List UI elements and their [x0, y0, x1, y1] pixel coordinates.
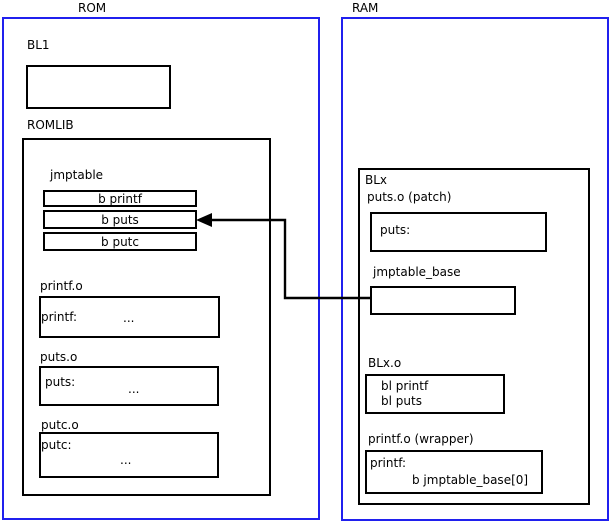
jmptable-base-box	[370, 286, 516, 315]
puts-o-body: ...	[128, 382, 140, 396]
puts-o-box	[39, 366, 219, 406]
putc-o-label: putc.o	[41, 418, 79, 432]
putc-o-box	[39, 432, 219, 478]
romlib-label: ROMLIB	[27, 118, 74, 132]
rom-region-title: ROM	[78, 1, 107, 15]
jmptable-entry-0: b printf	[43, 190, 197, 207]
puts-o-label: puts.o	[40, 350, 78, 364]
jmptable-entry-2: b putc	[43, 232, 197, 251]
blx-label: BLx	[365, 173, 388, 187]
blx-o-line2: bl puts	[381, 394, 422, 408]
putc-o-symbol: putc:	[41, 438, 72, 452]
printf-wrapper-box	[365, 450, 543, 494]
printf-o-symbol: printf:	[41, 310, 78, 324]
printf-o-label: printf.o	[40, 279, 83, 293]
blx-o-line1: bl printf	[381, 379, 429, 393]
bl1-box	[26, 65, 171, 109]
printf-o-box	[39, 296, 220, 338]
jmptable-entry-1: b puts	[43, 210, 197, 229]
jmptable-base-label: jmptable_base	[373, 265, 461, 279]
puts-patch-symbol: puts:	[380, 223, 411, 237]
puts-patch-label: puts.o (patch)	[367, 190, 452, 204]
printf-wrapper-symbol: printf:	[370, 456, 407, 470]
blx-o-box	[365, 374, 505, 414]
puts-patch-box	[370, 212, 547, 252]
jmptable-label: jmptable	[50, 168, 104, 182]
printf-o-body: ...	[123, 311, 135, 325]
putc-o-body: ...	[120, 453, 132, 467]
printf-wrapper-label: printf.o (wrapper)	[368, 432, 474, 446]
printf-wrapper-instruction: b jmptable_base[0]	[412, 473, 529, 487]
puts-o-symbol: puts:	[45, 375, 76, 389]
bl1-label: BL1	[27, 38, 50, 52]
blx-o-label: BLx.o	[368, 356, 402, 370]
ram-region-title: RAM	[352, 1, 379, 15]
